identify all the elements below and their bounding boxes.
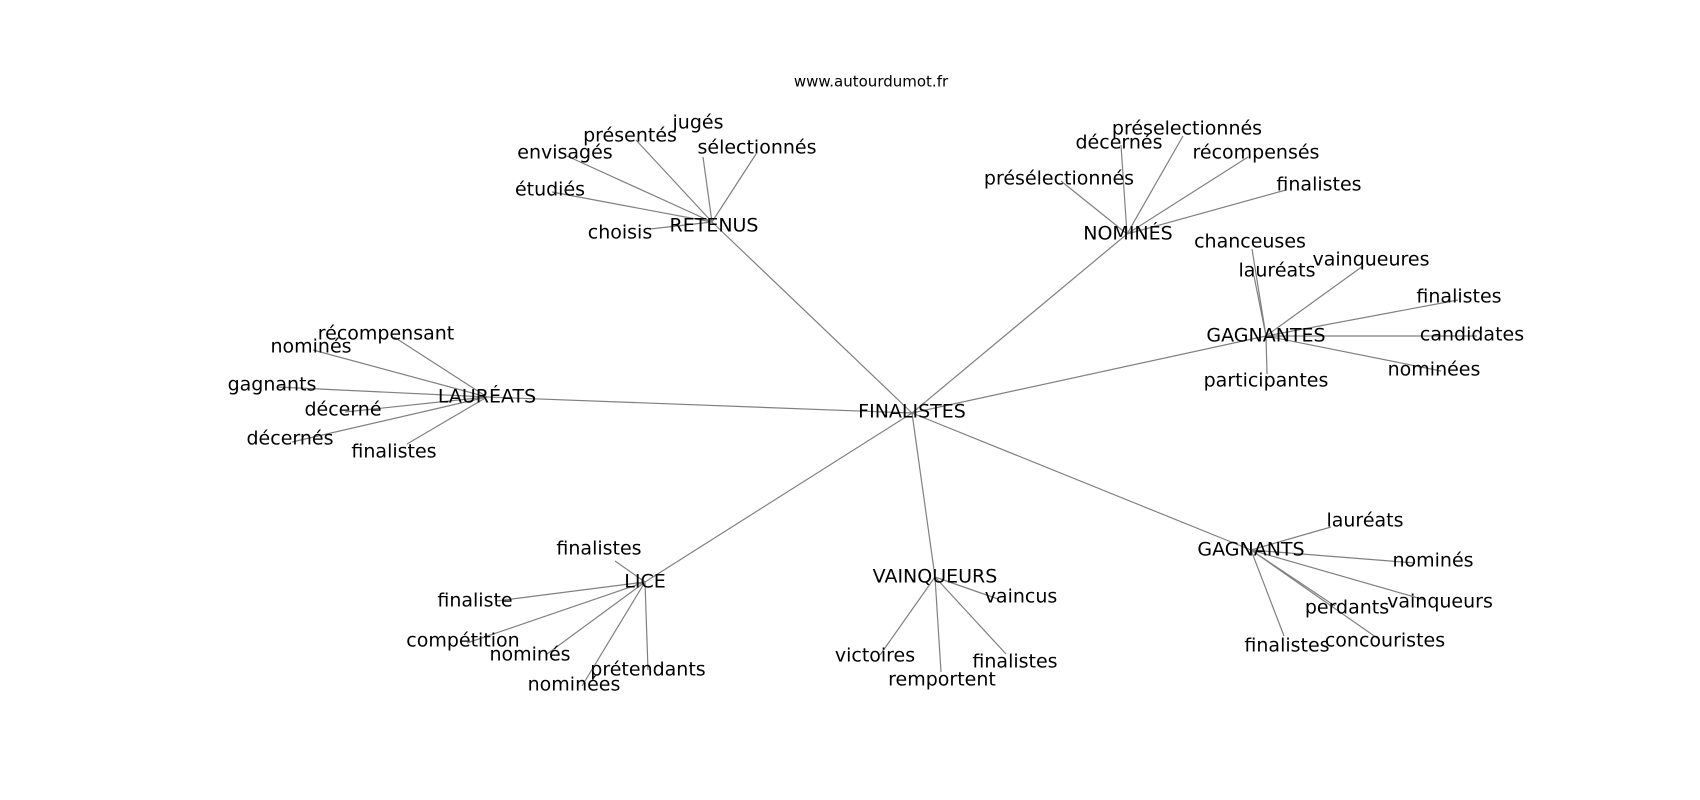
leaf-node-lice-2: compétition bbox=[406, 630, 519, 652]
edge-center-laureats bbox=[486, 396, 913, 414]
leaf-node-retenus-4: étudiés bbox=[515, 179, 585, 201]
edge-lice-leaf-1 bbox=[495, 581, 646, 602]
edge-nomines-leaf-4 bbox=[1126, 189, 1287, 235]
leaf-node-gagnants-1: nominés bbox=[1392, 550, 1473, 572]
leaf-node-retenus-1: présentés bbox=[583, 125, 677, 147]
leaf-node-gagnantes-5: nominées bbox=[1388, 359, 1481, 381]
edge-gagnantes-leaf-2 bbox=[1253, 275, 1267, 337]
edge-gagnants-leaf-0 bbox=[1250, 526, 1332, 551]
edge-gagnants-leaf-5 bbox=[1250, 549, 1285, 637]
edge-laureats-leaf-3 bbox=[344, 396, 488, 413]
center-node-label: FINALISTES bbox=[858, 401, 966, 423]
leaf-node-lice-4: prétendants bbox=[590, 659, 705, 681]
hub-node-retenus: RETENUS bbox=[670, 215, 759, 237]
leaf-node-retenus-5: choisis bbox=[588, 222, 652, 244]
leaf-node-laureats-2: gagnants bbox=[228, 374, 317, 396]
edge-retenus-leaf-2 bbox=[711, 153, 757, 223]
leaf-node-vainqueurs-1: victoires bbox=[835, 645, 915, 667]
hub-node-gagnantes: GAGNANTES bbox=[1206, 325, 1325, 347]
leaf-node-laureats-1: nominés bbox=[270, 336, 351, 358]
hub-node-laureats: LAURÉATS bbox=[438, 385, 536, 408]
edge-gagnantes-leaf-5 bbox=[1265, 335, 1442, 372]
leaf-node-gagnantes-0: chanceuses bbox=[1194, 231, 1306, 253]
leaf-node-gagnants-2: vainqueurs bbox=[1387, 591, 1493, 613]
edge-vainqueurs-leaf-1 bbox=[879, 576, 936, 656]
leaf-node-gagnants-4: concouristes bbox=[1325, 630, 1445, 652]
leaf-node-vainqueurs-2: finalistes bbox=[972, 651, 1057, 673]
leaf-node-vainqueurs-0: vaincus bbox=[985, 586, 1058, 608]
leaf-node-gagnantes-2: lauréats bbox=[1238, 260, 1315, 282]
edge-gagnants-leaf-2 bbox=[1250, 549, 1426, 601]
edge-laureats-leaf-0 bbox=[393, 336, 488, 398]
site-watermark: www.autourdumot.fr bbox=[794, 73, 949, 91]
leaf-node-gagnantes-4: candidates bbox=[1420, 324, 1524, 346]
edge-lice-leaf-3 bbox=[546, 581, 646, 655]
edge-laureats-leaf-5 bbox=[406, 396, 488, 445]
edge-center-nomines bbox=[911, 233, 1128, 414]
graph-edges bbox=[276, 135, 1477, 687]
edge-lice-leaf-0 bbox=[614, 560, 646, 583]
edge-retenus-leaf-4 bbox=[551, 191, 713, 223]
hub-node-nomines: NOMINÉS bbox=[1083, 222, 1172, 245]
edge-center-gagnants bbox=[911, 412, 1252, 551]
edge-laureats-leaf-1 bbox=[312, 349, 488, 398]
edge-retenus-leaf-1 bbox=[635, 139, 713, 223]
hub-node-gagnants: GAGNANTS bbox=[1197, 539, 1304, 561]
edge-retenus-leaf-3 bbox=[566, 155, 713, 223]
leaf-node-laureats-4: décernés bbox=[247, 428, 334, 450]
leaf-node-gagnantes-6: participantes bbox=[1204, 370, 1329, 392]
edge-gagnantes-leaf-3 bbox=[1265, 299, 1459, 337]
edge-nomines-leaf-0 bbox=[1126, 135, 1184, 235]
edge-gagnants-leaf-1 bbox=[1250, 549, 1416, 564]
leaf-node-retenus-0: jugés bbox=[672, 112, 724, 134]
edge-vainqueurs-leaf-0 bbox=[934, 576, 999, 600]
edge-lice-leaf-2 bbox=[466, 581, 646, 644]
leaf-node-laureats-5: finalistes bbox=[351, 441, 436, 463]
edge-center-lice bbox=[644, 412, 913, 583]
edge-retenus-leaf-5 bbox=[649, 221, 713, 230]
edge-center-vainqueurs bbox=[911, 412, 936, 578]
leaf-node-nomines-2: récompensés bbox=[1193, 142, 1320, 164]
edge-lice-leaf-4 bbox=[644, 581, 649, 671]
leaf-node-gagnants-0: lauréats bbox=[1326, 510, 1403, 532]
edge-nomines-leaf-3 bbox=[1060, 180, 1128, 235]
leaf-node-gagnantes-3: finalistes bbox=[1416, 286, 1501, 308]
edge-laureats-leaf-4 bbox=[291, 396, 488, 443]
leaf-node-lice-5: nominées bbox=[528, 674, 621, 696]
edge-laureats-leaf-2 bbox=[276, 386, 488, 398]
edge-nomines-leaf-1 bbox=[1120, 144, 1128, 235]
hub-node-vainqueurs: VAINQUEURS bbox=[873, 566, 998, 588]
edge-center-gagnantes bbox=[911, 335, 1267, 414]
leaf-node-nomines-1: décernés bbox=[1076, 132, 1163, 154]
edge-vainqueurs-leaf-2 bbox=[934, 576, 1007, 655]
leaf-node-lice-0: finalistes bbox=[556, 538, 641, 560]
leaf-node-laureats-3: décerné bbox=[304, 399, 381, 421]
leaf-node-nomines-4: finalistes bbox=[1276, 174, 1361, 196]
hub-node-lice: LICE bbox=[624, 571, 665, 593]
edge-gagnantes-leaf-1 bbox=[1265, 265, 1364, 337]
leaf-node-laureats-0: récompensant bbox=[318, 323, 455, 345]
leaf-node-gagnants-3: perdants bbox=[1305, 597, 1389, 619]
leaf-node-lice-1: finaliste bbox=[437, 590, 512, 612]
edge-lice-leaf-5 bbox=[581, 581, 646, 687]
leaf-node-gagnantes-1: vainqueures bbox=[1312, 249, 1429, 271]
leaf-node-nomines-3: présélectionnés bbox=[984, 168, 1134, 190]
leaf-node-retenus-2: sélectionnés bbox=[697, 137, 816, 159]
leaf-node-retenus-3: envisagés bbox=[517, 142, 612, 164]
leaf-node-lice-3: nominés bbox=[489, 644, 570, 666]
leaf-node-vainqueurs-3: remportent bbox=[888, 669, 996, 691]
edge-vainqueurs-leaf-3 bbox=[934, 576, 942, 673]
leaf-node-nomines-0: préselectionnés bbox=[1112, 118, 1262, 140]
edge-nomines-leaf-2 bbox=[1126, 156, 1249, 235]
edge-gagnantes-leaf-6 bbox=[1265, 335, 1268, 375]
leaf-node-gagnants-5: finalistes bbox=[1244, 635, 1329, 657]
edge-gagnants-leaf-4 bbox=[1250, 549, 1381, 641]
edge-center-retenus bbox=[711, 221, 913, 414]
edge-retenus-leaf-0 bbox=[702, 156, 713, 223]
